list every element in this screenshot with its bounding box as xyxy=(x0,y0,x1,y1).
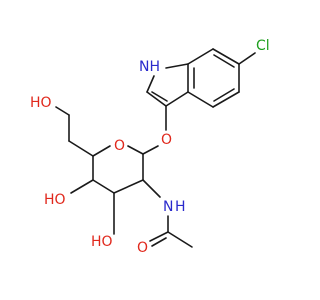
bond xyxy=(113,179,144,194)
ring-oxygen-label: O xyxy=(114,138,125,154)
c-cl-bond xyxy=(238,52,256,65)
bond xyxy=(92,145,111,157)
bond xyxy=(165,63,189,69)
indole-nh-label: NH xyxy=(139,59,160,75)
ch2oh-hydroxyl-label: HO xyxy=(30,95,52,111)
bond xyxy=(212,91,240,108)
structure-diagram: Cl NH O O HO HO HO N H O xyxy=(30,38,270,256)
o-c1-bond xyxy=(142,145,159,155)
double-bond-inner xyxy=(213,88,235,102)
c-o-bond xyxy=(149,231,169,242)
amide-hydrogen-label: H xyxy=(175,199,186,215)
bond xyxy=(187,91,214,108)
molecule-svg: Cl NH O O HO HO HO N H O xyxy=(30,38,270,256)
bond xyxy=(187,48,214,65)
c2-n-bond xyxy=(142,179,161,198)
carbonyl-double-bond xyxy=(151,237,167,247)
carbonyl-oxygen-label: O xyxy=(137,240,148,256)
c6-oh-bond xyxy=(55,106,70,116)
pyrrole-ring xyxy=(146,63,189,107)
c5-c6-bond xyxy=(68,140,94,157)
bond xyxy=(146,75,155,93)
amide-nitrogen-label: N xyxy=(163,199,173,215)
c-ch3-bond xyxy=(167,231,193,248)
glycosidic-oxygen-label: O xyxy=(161,132,172,148)
bond xyxy=(92,179,115,194)
chlorine-label: Cl xyxy=(256,38,270,54)
bond xyxy=(165,91,189,107)
double-bond-inner xyxy=(151,91,168,102)
benzene-ring xyxy=(187,48,240,108)
c3-hydroxyl-label: HO xyxy=(91,234,113,250)
pyranose-ring xyxy=(92,145,144,194)
c4-hydroxyl-label: HO xyxy=(44,192,66,208)
bond xyxy=(127,145,144,155)
bond xyxy=(146,91,167,107)
bond xyxy=(212,48,240,65)
c4-oh-bond xyxy=(70,179,94,194)
double-bond-inner xyxy=(213,54,235,68)
